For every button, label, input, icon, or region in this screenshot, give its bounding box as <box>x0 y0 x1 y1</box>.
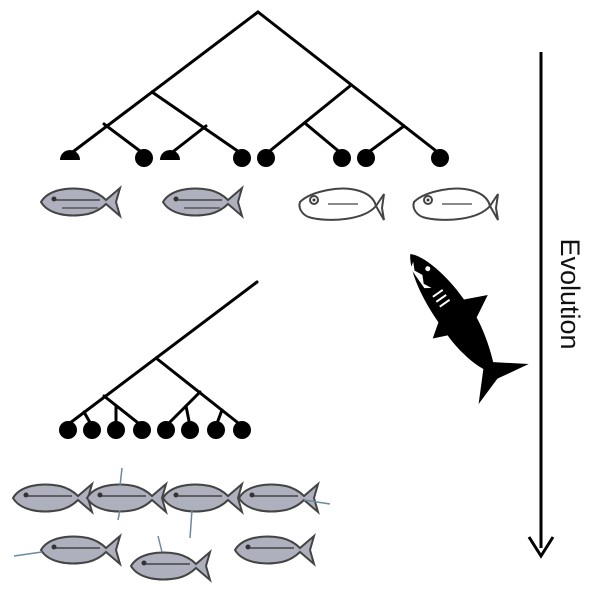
tree-branch <box>64 280 259 428</box>
tree-branch <box>168 124 208 156</box>
tree-branch <box>102 394 144 428</box>
top-phylogenetic-tree <box>68 10 442 156</box>
node <box>59 421 77 439</box>
tree-branch <box>102 122 146 156</box>
fish-icon <box>13 535 121 565</box>
fish-icon <box>130 535 211 581</box>
node <box>157 421 175 439</box>
tree-branch <box>256 10 442 156</box>
node <box>133 421 151 439</box>
tree-branch <box>304 122 344 156</box>
tree-branch <box>164 390 202 428</box>
tree-branch <box>150 90 244 156</box>
fish-icon <box>162 187 243 217</box>
node <box>233 421 251 439</box>
evolution-label: Evolution <box>555 238 585 349</box>
evolution-arrow: Evolution <box>527 52 587 559</box>
node <box>83 421 101 439</box>
arrow-head <box>527 536 555 559</box>
bottom-tree-nodes <box>59 421 251 439</box>
node <box>333 149 351 167</box>
fish-icon <box>162 483 243 539</box>
tree-branch <box>264 84 352 156</box>
arrow-label-bg <box>553 200 587 390</box>
fish-icon <box>238 483 331 513</box>
node <box>357 149 375 167</box>
node <box>107 421 125 439</box>
top-tree-nodes <box>60 149 449 167</box>
fish-icon <box>40 187 121 217</box>
tree-branch <box>364 124 406 156</box>
node <box>135 149 153 167</box>
fish-icon <box>412 187 499 221</box>
node <box>207 421 225 439</box>
top-fish-row <box>40 187 499 221</box>
node <box>257 149 275 167</box>
bottom-phylogenetic-tree <box>64 280 259 428</box>
node <box>431 149 449 167</box>
fish-icon <box>298 187 385 221</box>
half-node <box>160 150 180 160</box>
shark-icon <box>410 254 529 405</box>
fish-icon <box>12 483 93 513</box>
node <box>181 421 199 439</box>
fish-icon <box>234 535 315 565</box>
node <box>233 149 251 167</box>
bottom-fish-group <box>12 467 331 581</box>
tree-branch <box>68 10 260 156</box>
fish-icon <box>86 467 167 521</box>
half-node <box>60 150 80 160</box>
